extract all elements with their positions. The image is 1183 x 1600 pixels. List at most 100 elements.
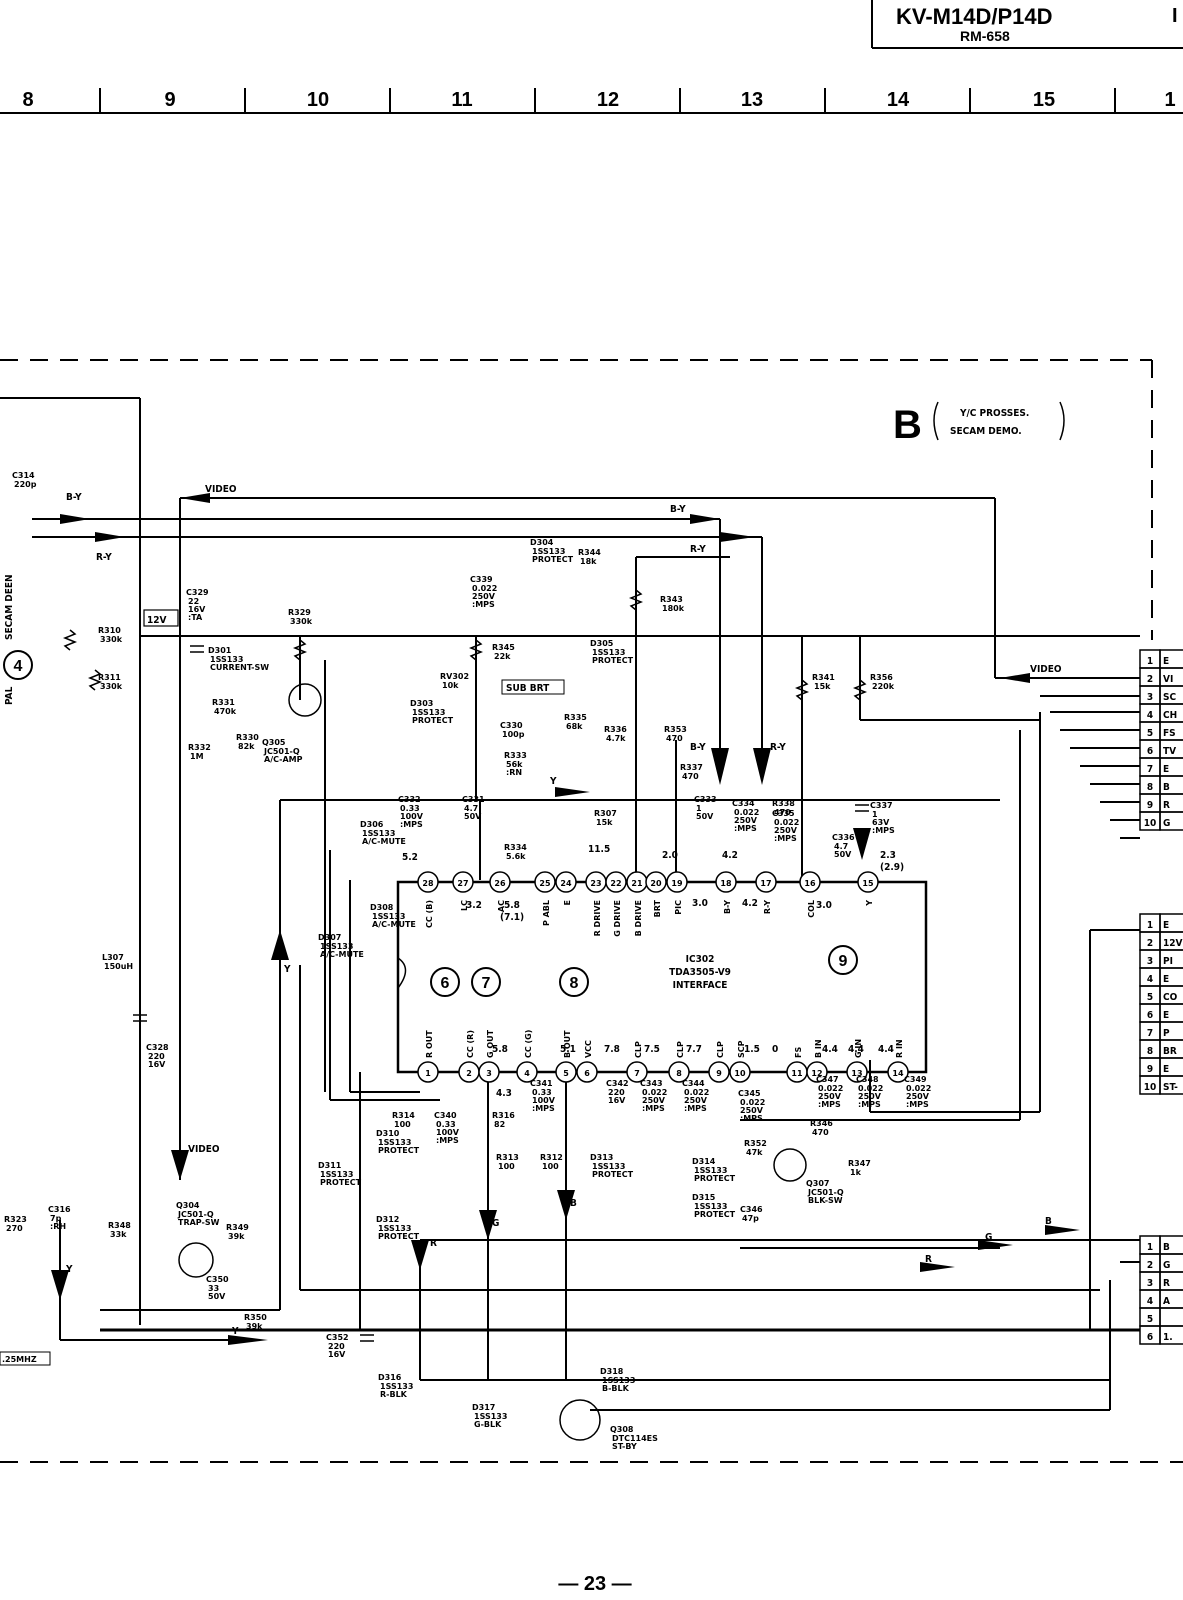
component-ref: D313: [590, 1153, 613, 1162]
component-value: 56k: [506, 760, 523, 769]
component-value: 0.022: [906, 1084, 931, 1093]
component-ref: R341: [812, 673, 835, 682]
label-b-right: B: [1045, 1216, 1052, 1227]
ic-pin-number: 23: [590, 879, 601, 888]
component-value: 1: [696, 804, 702, 813]
component-value: 1SS133: [694, 1166, 727, 1175]
component-value: 1SS133: [592, 648, 625, 657]
component-value: PROTECT: [378, 1146, 420, 1155]
label-b-y-mid: B-Y: [690, 742, 706, 753]
component-ref: R338: [772, 799, 795, 808]
ic-pin-name: BRT: [653, 899, 662, 917]
component-ref: C330: [500, 721, 523, 730]
component-ref: R352: [744, 1139, 767, 1148]
component-value: :MPS: [740, 1114, 763, 1123]
voltage-label: 4.4: [848, 1044, 864, 1055]
component-value: G-BLK: [474, 1420, 502, 1429]
component-ref: R350: [244, 1313, 267, 1322]
component-value: 1SS133: [378, 1138, 411, 1147]
edge-mark: I: [1172, 5, 1178, 27]
component-ref: C329: [186, 588, 209, 597]
connector-pin-label: E: [1163, 974, 1169, 985]
component-value: 16V: [188, 605, 206, 614]
ic-pin-top: [489, 871, 511, 893]
component-ref: R313: [496, 1153, 519, 1162]
signal-labels: B-Y R-Y VIDEO B-Y R-Y VIDEO B-Y R-Y Y Y …: [0, 484, 1062, 1366]
component-ref: L307: [102, 953, 124, 962]
ic-pin-number: 28: [422, 879, 434, 888]
connector-pin-label: A: [1163, 1296, 1170, 1307]
component-value: B-BLK: [602, 1384, 630, 1393]
label-12v: 12V: [147, 615, 167, 626]
component-value: :MPS: [400, 820, 423, 829]
voltage-label: (2.9): [880, 862, 904, 873]
component-value: 250V: [642, 1096, 666, 1105]
ic-pin-name: SCP: [737, 1040, 746, 1058]
component-value: 1k: [850, 1168, 862, 1177]
component-value: JC501-Q: [263, 747, 300, 756]
waveform-ref-number: 7: [482, 975, 491, 992]
component-value: :TA: [188, 613, 203, 622]
component-value: PROTECT: [412, 716, 454, 725]
component-ref: C335: [772, 809, 795, 818]
label-r-y-left: R-Y: [96, 552, 112, 563]
component-value: PROTECT: [592, 1170, 634, 1179]
connector-pin-number: 3: [1147, 692, 1153, 703]
label-pal: PAL: [4, 686, 15, 705]
block-letter: B: [893, 403, 922, 447]
component-value: 18k: [580, 557, 597, 566]
voltage-label: 2.3: [880, 850, 896, 861]
component-value: R-BLK: [380, 1390, 408, 1399]
component-value: 82k: [238, 742, 255, 751]
ic-pin-top: [645, 871, 667, 893]
component-ref: Q308: [610, 1425, 634, 1434]
wiring: [0, 397, 1140, 1411]
signal-arrows: [51, 493, 1080, 1345]
component-value: 100: [498, 1162, 515, 1171]
component-ref: R314: [392, 1111, 415, 1120]
component-ref: C314: [12, 471, 35, 480]
component-ref: D305: [590, 639, 614, 648]
label-video-right: VIDEO: [1030, 664, 1062, 675]
block-title-line1: Y/C PROSSES.: [959, 408, 1029, 419]
waveform-ref-number: 6: [441, 975, 450, 992]
component-value: 0.33: [532, 1088, 552, 1097]
component-value: 1SS133: [320, 1170, 353, 1179]
component-value: 1SS133: [474, 1412, 507, 1421]
component-ref: R332: [188, 743, 211, 752]
ic-pin-name: CC (R): [466, 1030, 475, 1058]
component-value: 1SS133: [320, 942, 353, 951]
ic-pin-name: LC: [460, 900, 469, 911]
component-value: 100: [542, 1162, 559, 1171]
page-number: — 23 —: [558, 1573, 631, 1595]
component-value: 1SS133: [372, 912, 405, 921]
component-value: DTC114ES: [612, 1434, 658, 1443]
connector-pin-number: 3: [1147, 1278, 1153, 1289]
component-value: 4.7: [464, 804, 478, 813]
component-ref: Q304: [176, 1201, 200, 1210]
ic-pin-name: R IN: [895, 1039, 904, 1058]
label-video-bottom: VIDEO: [188, 1144, 220, 1155]
component-value: 4.7k: [606, 734, 626, 743]
ic-pin-name: Y: [865, 900, 874, 907]
component-ref: Q307: [806, 1179, 830, 1188]
connector-pin-label: SC: [1163, 692, 1176, 703]
ic-label: IC302 TDA3505-V9 INTERFACE: [669, 954, 731, 991]
